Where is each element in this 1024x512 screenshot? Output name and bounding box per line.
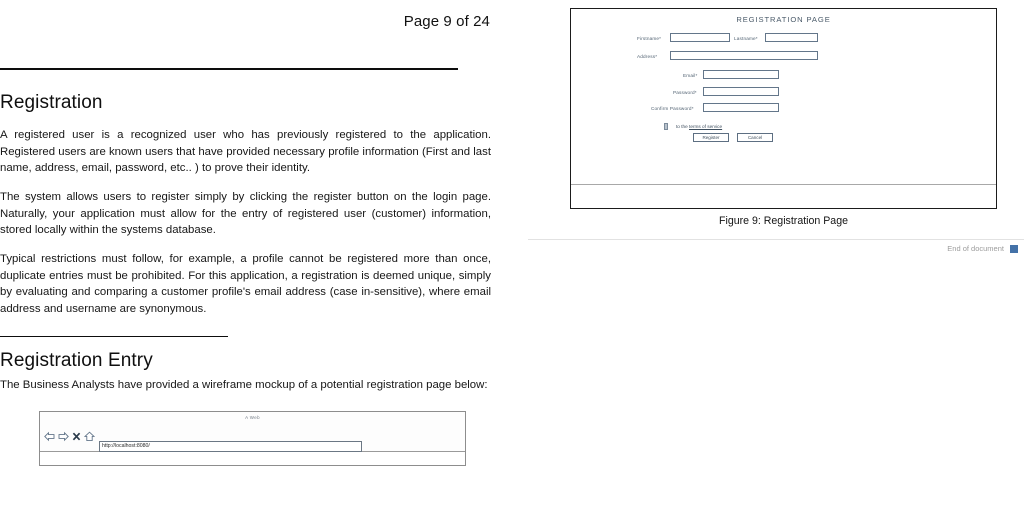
header-divider-rule [0, 68, 458, 70]
input-password[interactable] [703, 87, 779, 96]
figure-registration-page-image: REGISTRATION PAGE Firstname* Lastname* A… [570, 8, 997, 209]
forward-arrow-icon[interactable] [58, 429, 69, 447]
section-divider-rule [0, 336, 228, 337]
figure-caption: Figure 9: Registration Page [719, 215, 848, 227]
paragraph-wireframe-intro: The Business Analysts have provided a wi… [0, 379, 488, 391]
input-address[interactable] [670, 51, 818, 60]
terms-prefix: to the [676, 124, 690, 129]
label-firstname: Firstname* [637, 36, 662, 41]
form-heading: REGISTRATION PAGE [736, 15, 831, 24]
browser-window-title: A Web [245, 415, 260, 420]
browser-toolbar: http://localhost:8080/ [40, 424, 465, 452]
page-number-indicator: Page 9 of 24 [403, 13, 490, 30]
input-lastname[interactable] [765, 33, 818, 42]
figure-block: REGISTRATION PAGE Firstname* Lastname* A… [570, 8, 997, 227]
heading-registration-entry: Registration Entry [0, 350, 153, 371]
stop-icon[interactable] [72, 429, 81, 447]
browser-url-input[interactable]: http://localhost:8080/ [99, 441, 362, 452]
register-button[interactable]: Register [693, 133, 729, 142]
figure-footer-strip [571, 184, 996, 208]
browser-nav-icon-group [44, 429, 96, 447]
terms-text: to the terms of service [676, 124, 722, 129]
terms-agreement-row: to the terms of service [664, 123, 722, 130]
cancel-button[interactable]: Cancel [737, 133, 773, 142]
browser-wireframe-mockup: A Web [39, 411, 466, 466]
document-page-right: REGISTRATION PAGE Firstname* Lastname* A… [511, 0, 1024, 512]
label-email: Email* [683, 73, 698, 78]
end-of-document-marker-icon [1010, 244, 1018, 253]
document-page-left: Page 9 of 24 Registration A registered u… [0, 0, 511, 512]
label-lastname: Lastname* [734, 36, 758, 41]
paragraph-registered-user-definition: A registered user is a recognized user w… [0, 129, 491, 175]
terms-of-service-link[interactable]: terms of service [689, 124, 723, 129]
browser-viewport-area [40, 452, 465, 465]
input-confirm-password[interactable] [703, 103, 779, 112]
paragraph-register-flow: The system allows users to register simp… [0, 191, 491, 237]
input-email[interactable] [703, 70, 779, 79]
label-password: Password* [673, 90, 697, 95]
heading-registration: Registration [0, 92, 103, 113]
paragraph-restrictions: Typical restrictions must follow, for ex… [0, 253, 491, 315]
terms-checkbox[interactable] [664, 123, 668, 130]
label-address: Address* [637, 54, 658, 59]
label-confirm-password: Confirm Password* [651, 106, 694, 111]
registration-form-wireframe: REGISTRATION PAGE Firstname* Lastname* A… [571, 9, 996, 185]
form-button-group: Register Cancel [693, 133, 773, 142]
end-of-document-indicator: End of document [947, 244, 1018, 253]
back-arrow-icon[interactable] [44, 429, 55, 447]
home-icon[interactable] [83, 429, 96, 447]
end-of-document-label: End of document [947, 244, 1004, 253]
footer-divider-rule [528, 239, 1024, 240]
input-firstname[interactable] [670, 33, 730, 42]
